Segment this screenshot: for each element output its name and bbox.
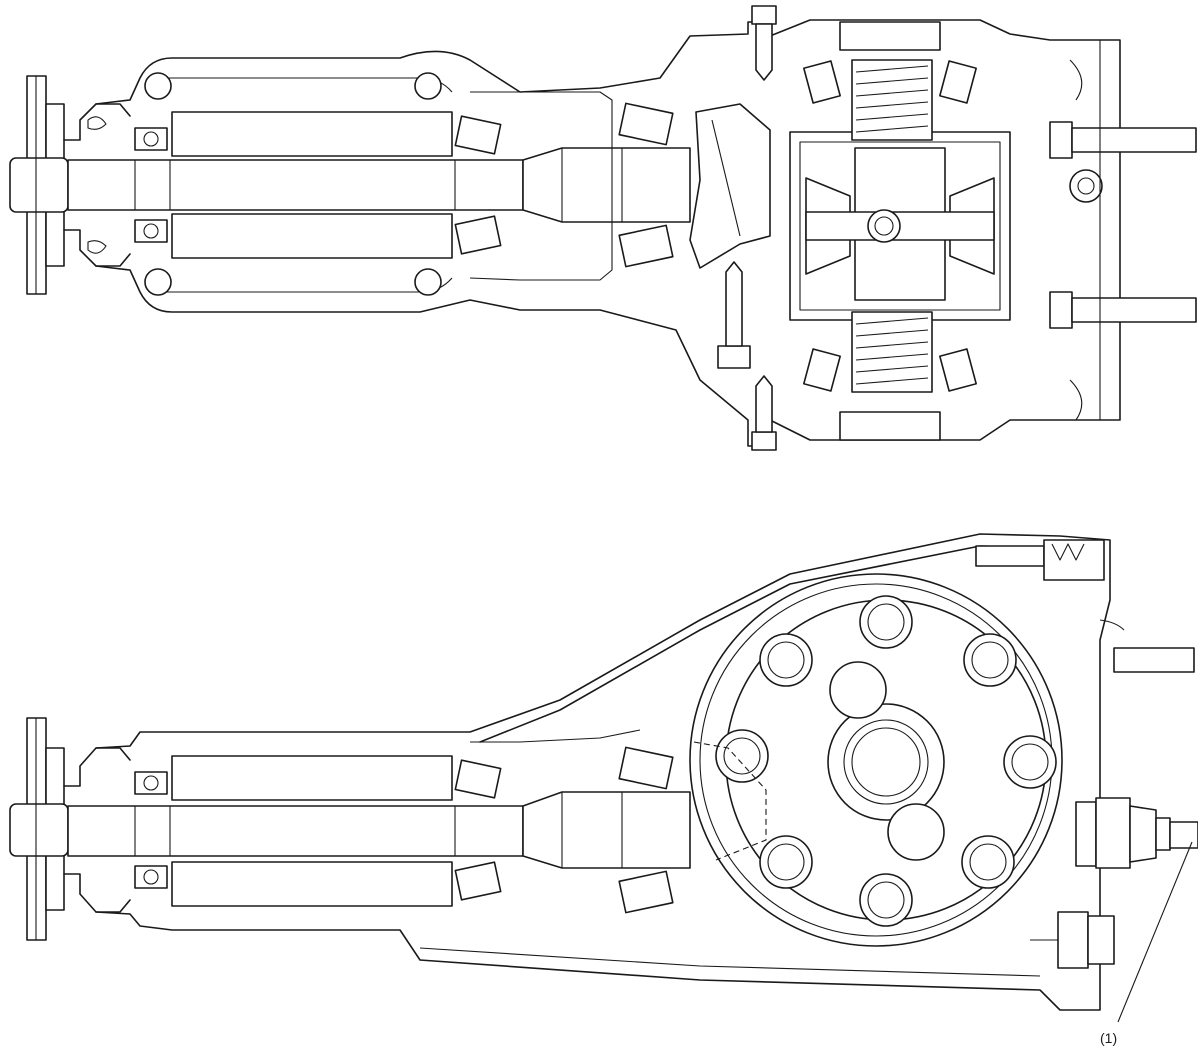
callout-leader-line (1117, 841, 1193, 1023)
upper-fittings (975, 539, 1195, 673)
cover-bolts (715, 595, 1057, 927)
side-bearings (803, 60, 977, 392)
oil-seal-side (63, 747, 131, 913)
housing-bolt-hole (144, 72, 172, 100)
pinion-mate-shaft-pin (867, 209, 901, 243)
axle-shaft-splines (839, 21, 941, 441)
axle-boss (827, 661, 945, 861)
cover-stud-side (1113, 647, 1195, 673)
drive-pinion-shaft (67, 159, 524, 211)
breather-plug (1075, 797, 1198, 869)
bearing-cap-bolts (717, 5, 777, 451)
callout-label-1: (1) (1100, 1030, 1118, 1046)
rear-cover-studs (1049, 40, 1197, 421)
side-external-view (9, 533, 1198, 1023)
drain-bolt (1030, 911, 1115, 969)
front-pilot-bearing (134, 127, 168, 243)
pinion-tapered-bearings (454, 102, 674, 268)
oil-seal (63, 103, 131, 267)
collapsible-spacer (171, 111, 453, 157)
companion-flange-side (9, 717, 69, 941)
companion-flange (9, 75, 69, 295)
carrier-housing-side (95, 533, 1111, 1011)
pinion-head-shank (522, 147, 691, 223)
ring-gear (689, 103, 771, 269)
top-sectional-view (9, 5, 1197, 451)
differential-gears (805, 147, 995, 301)
